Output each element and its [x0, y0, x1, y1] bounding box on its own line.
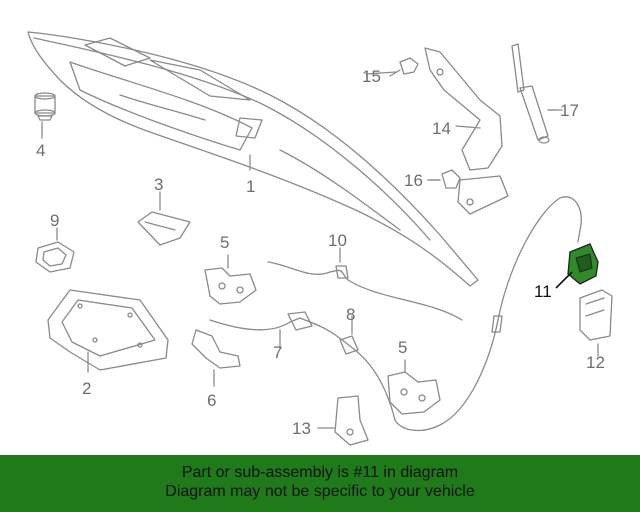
part-15-bolt: [389, 57, 419, 77]
banner-line-2: Diagram may not be specific to your vehi…: [165, 483, 475, 500]
part-12-lever: [579, 289, 613, 357]
part-8-clip: [314, 315, 441, 432]
callout-3: 3: [154, 175, 163, 194]
part-5-latch-lower: [387, 359, 441, 415]
part-16-bolt: [427, 169, 461, 189]
callout-11: 11: [534, 282, 552, 301]
callout-13: 13: [292, 419, 311, 438]
part-1-hood: [27, 31, 479, 287]
part-6-bracket: [191, 329, 241, 387]
callout-10: 10: [328, 231, 347, 250]
part-10-cable: [267, 247, 463, 321]
banner-line-1: Part or sub-assembly is #11 in diagram: [181, 464, 459, 481]
callout-7: 7: [273, 343, 282, 362]
callout-14: 14: [432, 119, 451, 138]
callout-9: 9: [50, 211, 59, 230]
callout-12: 12: [586, 353, 605, 372]
callout-4: 4: [36, 141, 45, 160]
callout-5a: 5: [220, 233, 229, 252]
part-7-cable: [209, 311, 316, 349]
info-banner: Part or sub-assembly is #11 in diagram D…: [0, 455, 640, 512]
part-11-release-handle: [555, 243, 599, 289]
callout-16: 16: [404, 171, 423, 190]
callout-5b: 5: [398, 338, 407, 357]
callout-8: 8: [346, 305, 355, 324]
callout-6: 6: [207, 391, 216, 410]
parts-diagram: 1 2 3 4 5 5 6 7 8 9 10 11 12 13 14 15 16…: [27, 31, 613, 446]
part-17-strut: [511, 43, 563, 144]
part-14-hinge: [424, 47, 509, 215]
part-13-bracket: [317, 395, 369, 446]
part-3-pad: [137, 191, 191, 246]
callout-17: 17: [560, 101, 579, 120]
part-2-insulator: [47, 289, 169, 373]
part-5-striker-upper: [204, 254, 257, 305]
callout-2: 2: [82, 379, 91, 398]
part-4-bumper-stop: [34, 92, 56, 139]
callout-15: 15: [362, 67, 381, 86]
part-9-grommet: [35, 227, 75, 273]
callout-1: 1: [246, 177, 255, 196]
